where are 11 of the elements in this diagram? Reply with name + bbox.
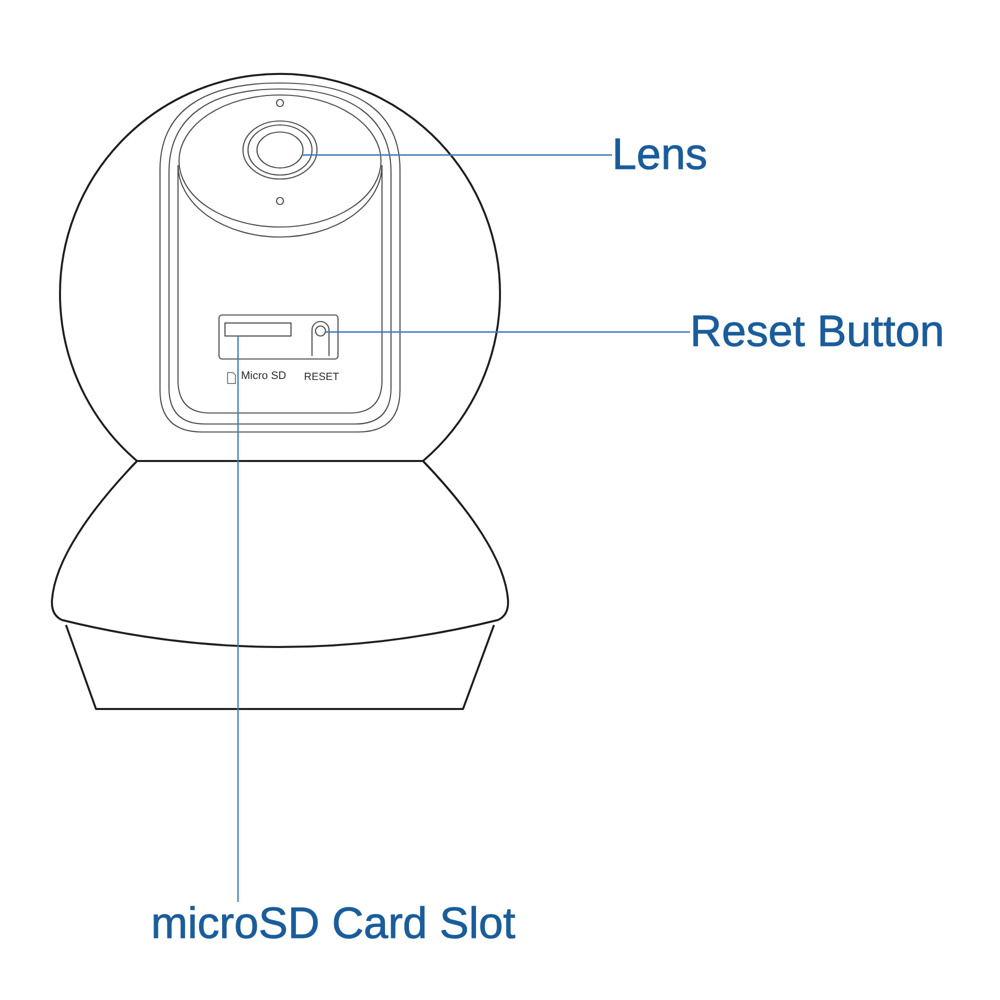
callout-label: Reset Button — [690, 310, 944, 354]
leader-line — [237, 336, 239, 902]
reset-button-hole — [314, 325, 326, 337]
leader-line — [325, 331, 690, 333]
callout-label: Lens — [612, 133, 708, 177]
callout-label: microSD Card Slot — [151, 902, 516, 946]
camera-lens — [256, 131, 304, 169]
leader-line — [302, 154, 612, 156]
card-slot — [224, 322, 292, 337]
port-label: Micro SD — [241, 371, 286, 382]
port-label: RESET — [304, 372, 340, 382]
